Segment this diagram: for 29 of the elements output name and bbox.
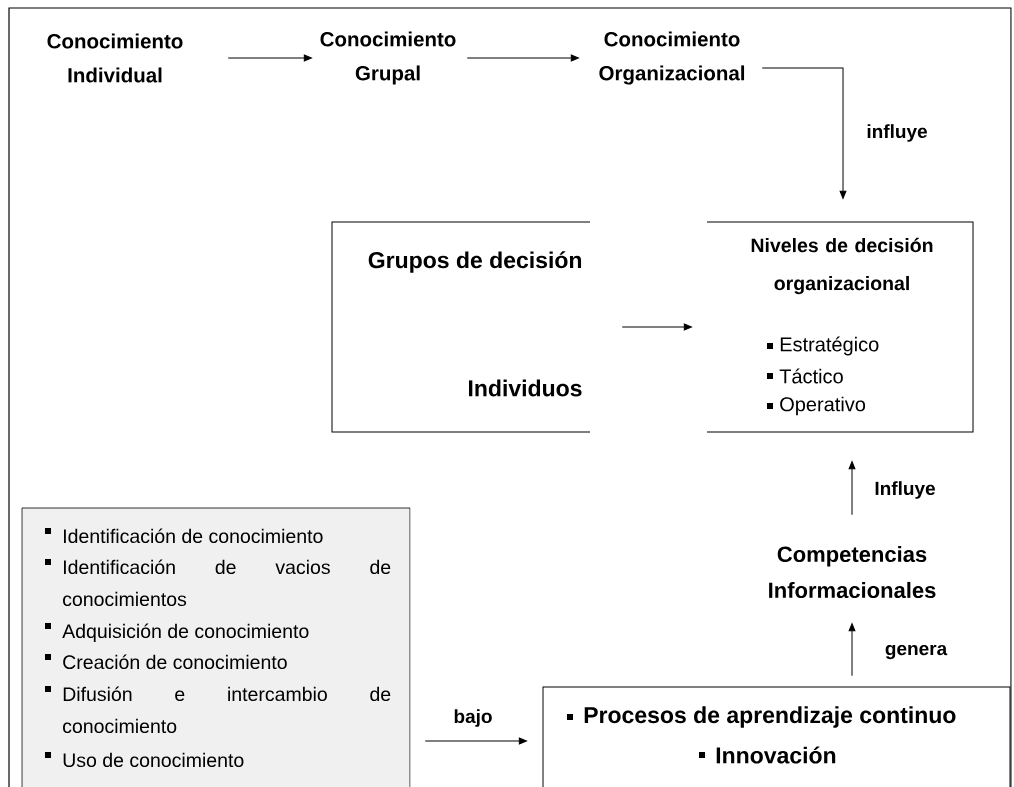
list-item: Táctico (779, 368, 843, 384)
list-item: Operativo (780, 396, 866, 416)
edge-label: Influye (872, 479, 938, 501)
arrow (424, 737, 527, 745)
node-label: Innovación (716, 746, 836, 764)
open-box: Grupos de decisión Individuos (331, 221, 591, 433)
arrow (621, 323, 692, 331)
list-item: Identificación de vacios de conocimientos (63, 559, 391, 607)
list-box (21, 507, 411, 787)
arrow (227, 54, 312, 62)
list-item: Uso de conocimiento (63, 752, 244, 768)
process-box: Procesos de aprendizaje continuo Innovación (542, 686, 1011, 787)
edge-label: bajo (451, 707, 495, 729)
node-label: Procesos de aprendizaje continuo (584, 706, 956, 728)
list-item: Adquisición de conocimiento (62, 623, 309, 642)
list-item: Difusión e intercambio de conocimiento (63, 686, 391, 734)
edge-label: genera (882, 642, 950, 662)
arrow (848, 461, 856, 516)
arrow (848, 623, 856, 677)
heading-text: Conocimiento Organizacional (599, 31, 745, 85)
edge-label: influye (864, 122, 930, 144)
arrow (466, 54, 579, 62)
list-item: Creación de conocimiento (63, 654, 287, 670)
arrow (761, 67, 847, 199)
heading-text: Conocimiento Individual (47, 33, 183, 83)
list-item: Estratégico (780, 336, 879, 356)
list-item: Identificación de conocimiento (64, 528, 323, 544)
heading-text: Conocimiento Grupal (320, 31, 456, 85)
heading-text: Competencias Informacionales (769, 545, 936, 599)
